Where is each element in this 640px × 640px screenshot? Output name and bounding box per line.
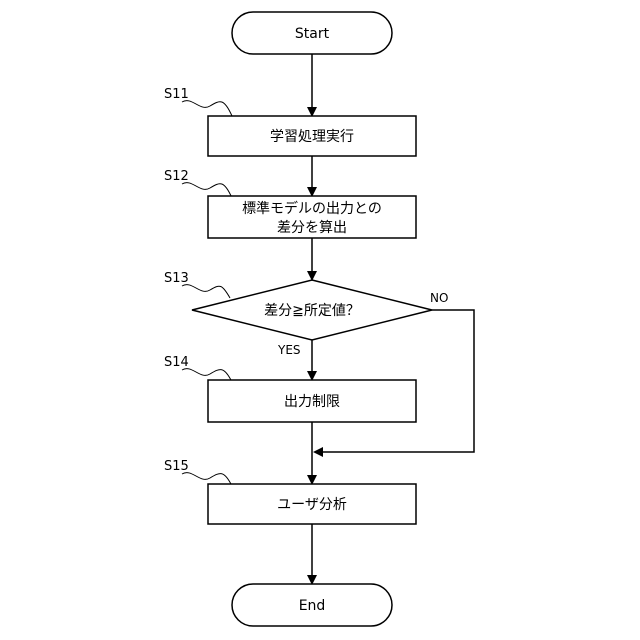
branch-label-yes: YES [277, 343, 301, 357]
end-terminal: End [232, 584, 392, 626]
process-text-s15: ユーザ分析 [277, 497, 347, 513]
process-text-s11: 学習処理実行 [270, 129, 354, 145]
step-id-s11: S11 [164, 87, 189, 102]
process-text-s12-line1: 標準モデルの出力との [242, 200, 382, 217]
branch-label-no: NO [430, 291, 448, 305]
start-label: Start [295, 26, 330, 42]
step-id-s14: S14 [164, 355, 189, 370]
step-id-s13: S13 [164, 271, 189, 286]
process-text-s14: 出力制限 [284, 394, 340, 410]
leader-s11 [182, 101, 232, 116]
step-id-s12: S12 [164, 169, 189, 184]
step-s12: S12 標準モデルの出力との 差分を算出 [164, 169, 416, 238]
end-label: End [299, 598, 326, 614]
process-text-s12-line2: 差分を算出 [277, 220, 347, 236]
step-s14: S14 出力制限 [164, 355, 416, 422]
start-terminal: Start [232, 12, 392, 54]
step-id-s15: S15 [164, 459, 189, 474]
decision-text-s13: 差分≧所定値？ [264, 303, 360, 319]
leader-s13 [182, 285, 230, 298]
step-s11: S11 学習処理実行 [164, 87, 416, 156]
step-s15: S15 ユーザ分析 [164, 459, 416, 524]
step-s13: S13 差分≧所定値？ [164, 271, 432, 340]
